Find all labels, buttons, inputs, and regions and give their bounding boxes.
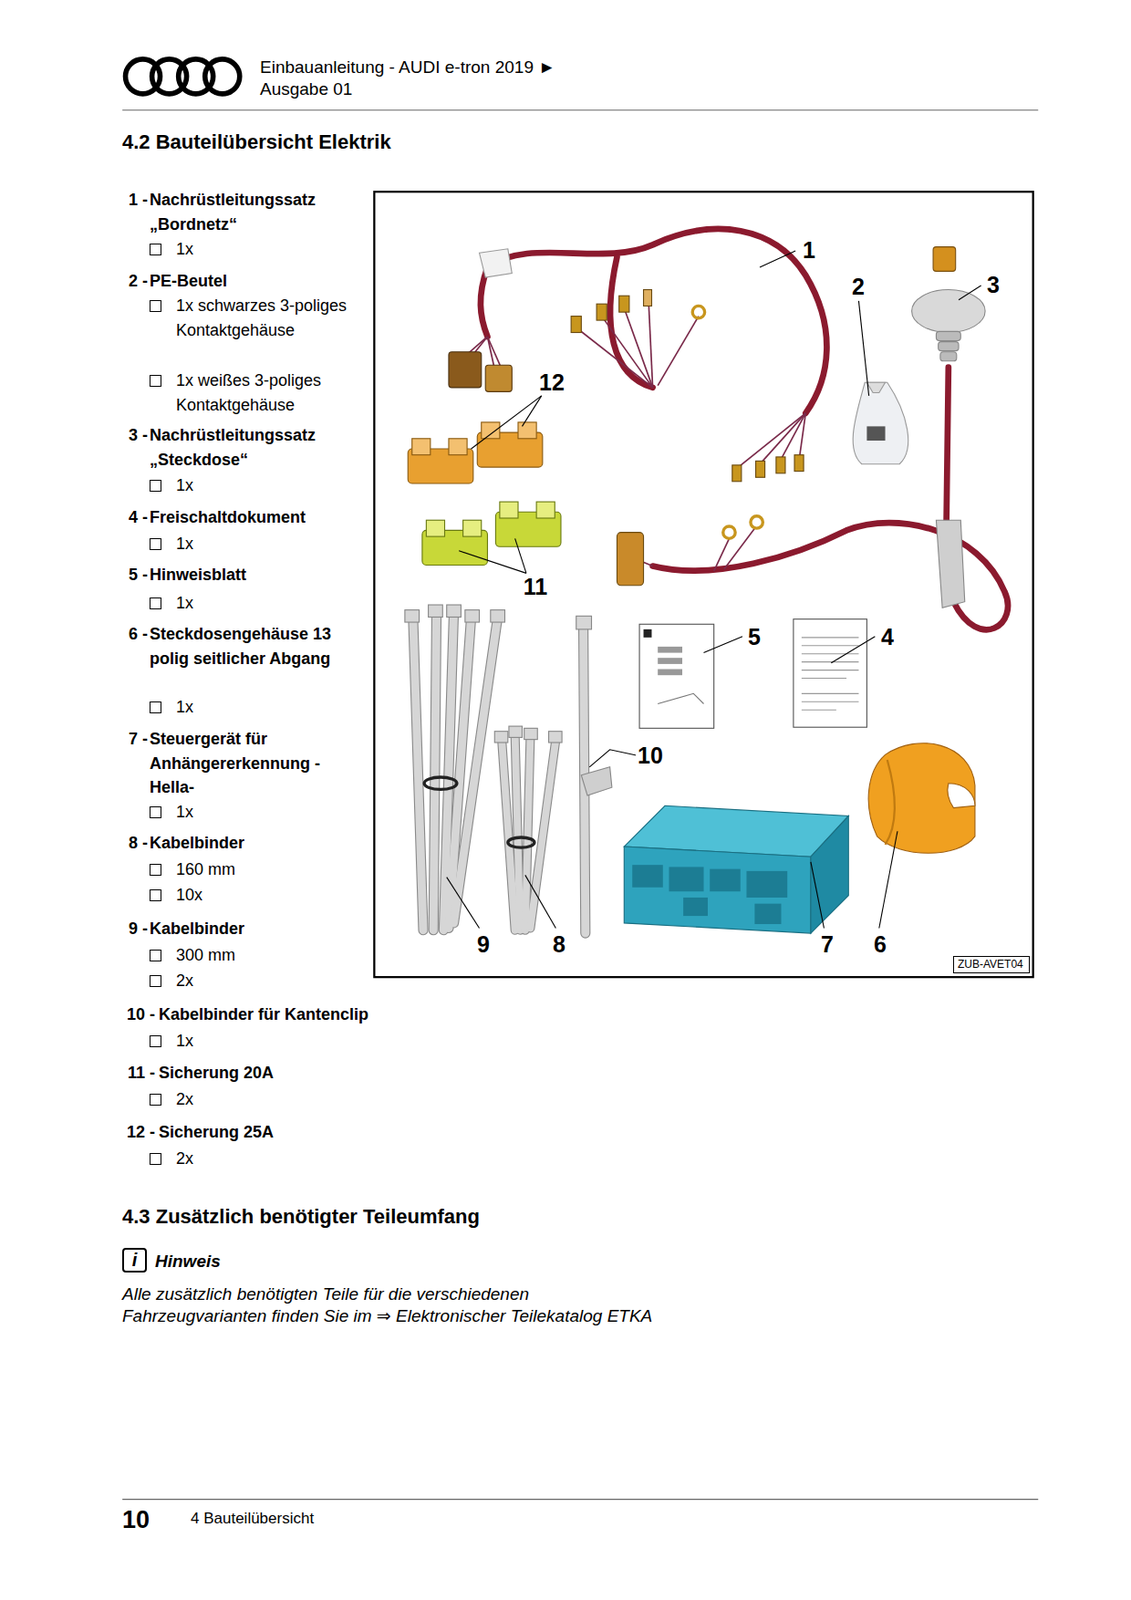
- checkbox-symbol: [149, 806, 162, 819]
- figure-id-box: ZUB-AVET04: [953, 955, 1030, 974]
- part-name: Kabelbinder: [149, 916, 347, 942]
- control-unit: [623, 805, 849, 934]
- quantity-text: 1x: [176, 695, 194, 720]
- item-number: 2 -: [128, 269, 148, 294]
- quantity-text: 2x: [176, 1146, 194, 1172]
- cable-tie-edge-clip: [576, 615, 613, 934]
- checkbox-symbol: [149, 1152, 162, 1165]
- item-number: 7 -: [128, 726, 148, 752]
- quantity-text: 2x: [176, 1087, 194, 1112]
- callout-number: 2: [850, 273, 867, 300]
- part-name: Sicherung 25A: [158, 1120, 542, 1145]
- callout-number: 10: [635, 742, 665, 768]
- callout-number: 12: [537, 369, 567, 395]
- header-rule: [122, 109, 1038, 111]
- part-name: Nachrüstleitungssatz „Bordnetz“: [149, 187, 347, 237]
- item-number: 4 -: [128, 505, 148, 530]
- cable-ties-160: [494, 726, 562, 931]
- item-number: 8 -: [128, 830, 148, 856]
- section-heading: 4.3 Zusätzlich benötigter Teileumfang: [122, 1203, 480, 1230]
- item-number: 5 -: [128, 562, 148, 588]
- callout-number: 6: [871, 931, 889, 957]
- quantity-text: 10x: [176, 882, 203, 908]
- quantity-text: 1x: [176, 473, 194, 499]
- info-icon: i: [122, 1247, 147, 1273]
- cable-ties-300: [404, 604, 506, 931]
- callout-number: 3: [985, 271, 1002, 298]
- quantity-text: 1x: [176, 237, 194, 262]
- checkbox-symbol: [149, 889, 162, 902]
- socket-housing: [868, 743, 976, 854]
- part-name: Hinweisblatt: [149, 562, 347, 588]
- pe-bag: [852, 382, 909, 464]
- item-number: 12 -: [126, 1120, 156, 1145]
- checkbox-symbol: [149, 300, 162, 312]
- checkbox-symbol: [149, 243, 162, 256]
- note-text: Alle zusätzlich benötigten Teile für die…: [122, 1283, 670, 1328]
- harness-bordnetz: [448, 228, 827, 482]
- harness-steckdose: [616, 247, 1008, 631]
- callout-number: 7: [819, 931, 836, 957]
- part-name: Nachrüstleitungssatz „Steckdose“: [149, 423, 347, 472]
- part-name: Freischaltdokument: [149, 505, 347, 530]
- checkbox-symbol: [149, 597, 162, 610]
- page-number: 10: [122, 1504, 150, 1535]
- checkbox-symbol: [149, 949, 162, 962]
- quantity-text: 1x: [176, 1028, 194, 1054]
- checkbox-symbol: [149, 701, 162, 714]
- leader-line: [446, 250, 982, 928]
- checkbox-symbol: [149, 975, 162, 987]
- checkbox-symbol: [149, 374, 162, 387]
- callout-number: 9: [475, 931, 492, 957]
- part-name: Kabelbinder: [149, 830, 347, 856]
- checkbox-symbol: [149, 863, 162, 876]
- part-name: Steckdosengehäuse 13 polig seitlicher Ab…: [149, 622, 347, 671]
- quantity-text: 1x schwarzes 3-poliges Kontaktgehäuse: [176, 293, 373, 343]
- footer-text: 4 Bauteilübersicht: [190, 1508, 314, 1529]
- note-heading: Hinweis: [155, 1249, 221, 1274]
- header-text: Ausgabe 01: [259, 79, 353, 100]
- quantity-text: 300 mm: [176, 943, 236, 968]
- checkbox-symbol: [149, 1035, 162, 1048]
- quantity-text: 1x: [176, 799, 194, 825]
- callout-number: 8: [550, 931, 568, 957]
- section-heading: 4.2 Bauteilübersicht Elektrik: [122, 129, 392, 156]
- item-number: 3 -: [128, 423, 148, 448]
- audi-logo: [125, 59, 240, 94]
- callout-number: 1: [800, 237, 818, 263]
- item-number: 9 -: [128, 916, 148, 942]
- item-number: 1 -: [128, 187, 148, 213]
- quantity-text: 1x: [176, 531, 194, 557]
- quantity-text: 1x weißes 3-poliges Kontaktgehäuse: [176, 368, 373, 417]
- unlock-document: [793, 619, 868, 728]
- callout-number: 4: [879, 623, 896, 650]
- callout-number: 5: [746, 623, 763, 650]
- part-name: Steuergerät für Anhängererkennung -Hella…: [149, 726, 347, 800]
- quantity-text: 2x: [176, 968, 194, 994]
- item-number: 11 -: [127, 1060, 156, 1086]
- part-name: PE-Beutel: [149, 269, 347, 294]
- callout-number: 11: [521, 573, 550, 600]
- info-sheet: [639, 623, 715, 728]
- figure-id: ZUB-AVET04: [957, 957, 1024, 971]
- fuse-25a: [407, 422, 543, 484]
- item-number: 10 -: [126, 1002, 156, 1028]
- quantity-text: 160 mm: [176, 857, 236, 882]
- checkbox-symbol: [149, 538, 162, 550]
- header-text: Einbauanleitung - AUDI e-tron 2019 ►: [259, 57, 556, 78]
- checkbox-symbol: [149, 1093, 162, 1106]
- part-name: Kabelbinder für Kantenclip: [158, 1002, 542, 1028]
- quantity-text: 1x: [176, 591, 194, 616]
- checkbox-symbol: [149, 479, 162, 492]
- part-name: Sicherung 20A: [158, 1060, 542, 1086]
- fuse-20a: [422, 501, 561, 565]
- item-number: 6 -: [128, 622, 148, 647]
- figure-frame: [373, 191, 1033, 977]
- footer-rule: [122, 1498, 1038, 1500]
